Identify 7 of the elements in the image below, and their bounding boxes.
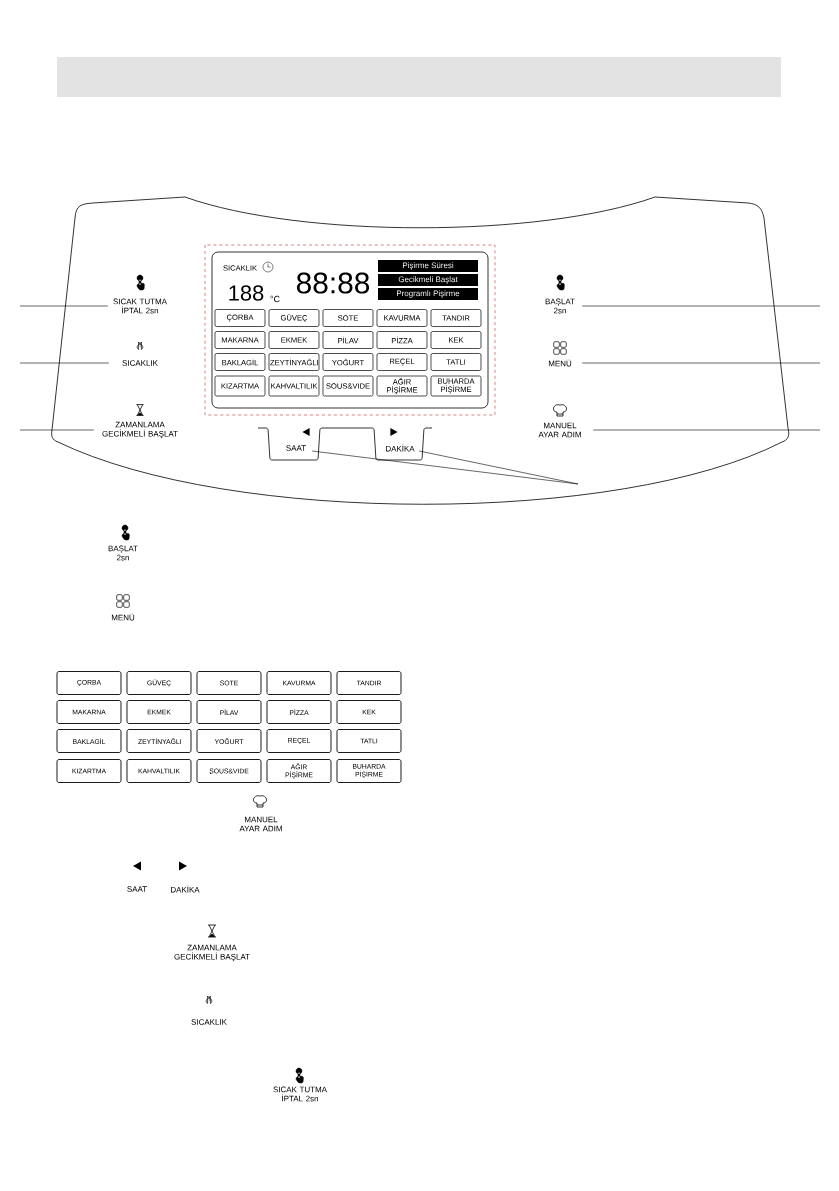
leader-line [581, 305, 821, 307]
leader-line [19, 305, 109, 307]
leader-line [592, 429, 821, 431]
leader-line [19, 429, 95, 431]
leader-line [19, 362, 110, 364]
leader-line [581, 362, 821, 364]
leader-line [418, 450, 579, 485]
